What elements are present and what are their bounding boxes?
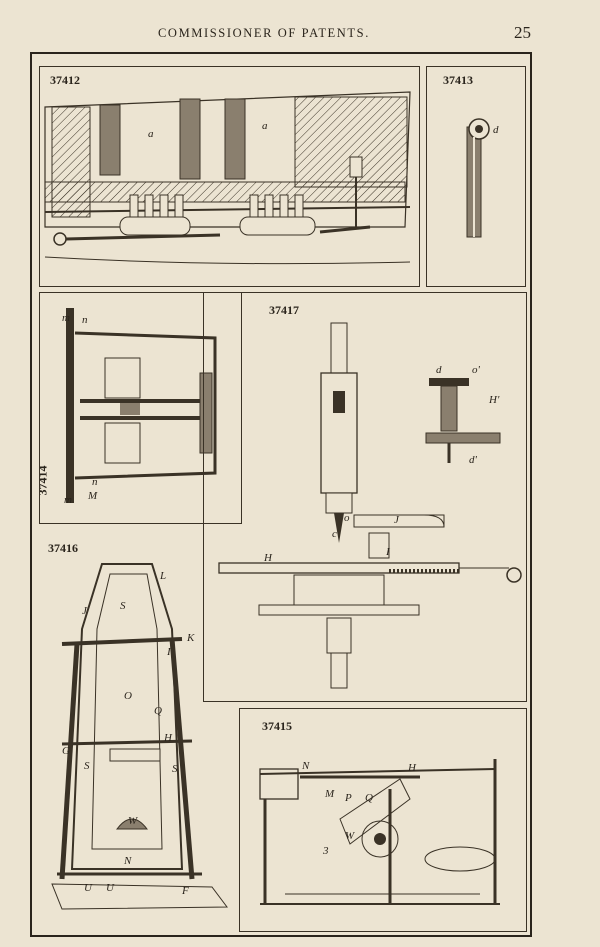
valve-group-left: [119, 194, 191, 236]
part-letter: 3: [322, 845, 329, 857]
part-letter: W: [128, 815, 138, 827]
figure-drawing: a a: [44, 91, 411, 265]
part-letter: U: [106, 882, 115, 894]
part-letter: G: [62, 745, 70, 757]
part-letter: J: [82, 605, 88, 617]
part-letter: S: [84, 760, 90, 772]
part-letter: m: [62, 312, 70, 324]
part-letter: L: [159, 570, 166, 582]
part-letter: m: [64, 494, 72, 506]
figure-number: 37413: [443, 73, 473, 87]
figure-37412: 37412: [39, 66, 420, 287]
part-letter: a: [148, 128, 154, 140]
figure-37415: 37415 N H M P Q W 3: [239, 708, 527, 932]
part-letter: H: [163, 732, 173, 744]
figure-number: 37416: [48, 541, 78, 555]
part-letter: a: [262, 120, 268, 132]
part-letter: M: [324, 788, 335, 800]
page-number: 25: [514, 23, 531, 42]
figure-37413: 37413 d: [426, 66, 526, 287]
figure-37417: 37417 d o' H' d' o: [203, 292, 527, 702]
page-header: COMMISSIONER OF PATENTS. 25: [0, 23, 600, 46]
figure-drawing: L S J K I O Q G S S H W N U U F: [51, 563, 228, 910]
figure-drawing: d o' H' d' o c J I H: [218, 322, 522, 689]
part-letter: N: [123, 855, 132, 867]
part-letter: O: [124, 690, 132, 702]
part-letter: c: [332, 528, 337, 540]
figure-37416: 37416 L S J K I O Q G S S H W N U U: [32, 529, 237, 934]
figure-drawing: N H M P Q W 3: [259, 759, 500, 905]
part-letter: d: [493, 124, 499, 136]
part-letter: H: [263, 552, 273, 564]
part-letter: d: [436, 364, 442, 376]
figure-drawing: d: [466, 118, 499, 238]
part-letter: S: [120, 600, 126, 612]
part-letter: P: [344, 792, 352, 804]
part-letter: I: [166, 646, 172, 658]
part-letter: Q: [154, 705, 162, 717]
part-letter: U: [84, 882, 93, 894]
patent-plate: 37412: [30, 52, 532, 937]
part-letter: H': [488, 394, 500, 406]
part-letter: F: [181, 885, 189, 897]
part-letter: J: [394, 514, 400, 526]
figure-number: 37415: [262, 719, 292, 733]
figure-number: 37412: [50, 73, 80, 87]
part-letter: o: [344, 512, 350, 524]
part-letter: I: [385, 546, 391, 558]
part-letter: d': [469, 454, 478, 466]
part-letter: H: [407, 762, 417, 774]
part-letter: M: [87, 490, 98, 502]
figure-number: 37417: [269, 303, 299, 317]
valve-group-right: [239, 194, 316, 236]
part-letter: N: [301, 760, 310, 772]
part-letter: o': [472, 364, 481, 376]
part-letter: Q: [365, 792, 373, 804]
running-title: COMMISSIONER OF PATENTS.: [158, 26, 370, 40]
part-letter: S: [172, 763, 178, 775]
part-letter: K: [186, 632, 195, 644]
part-letter: n: [92, 476, 98, 488]
part-letter: W: [345, 830, 355, 842]
part-letter: n: [82, 314, 88, 326]
